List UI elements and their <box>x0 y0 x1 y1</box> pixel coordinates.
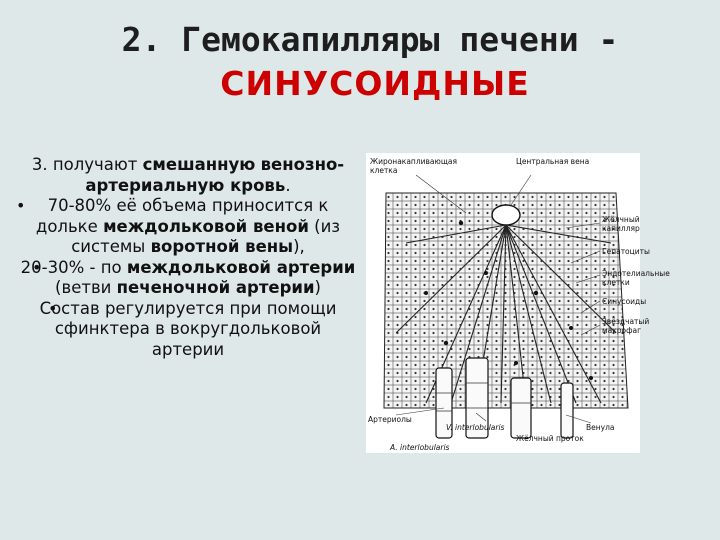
p1-part-c: венозно-артериальную кровь <box>85 155 345 195</box>
label-hepatocytes: Гепатоциты <box>602 247 650 256</box>
b2-part-d: печеночной артерии <box>116 278 315 297</box>
b3-text: Состав регулируется при помощи сфинктера… <box>39 298 337 359</box>
bullet-regulation: • Состав регулируется при помощи сфинкте… <box>18 299 358 361</box>
body-text: 3. получают смешанную венозно-артериальн… <box>16 155 358 361</box>
bullet-vein: • 70-80% её объема приносится к дольке м… <box>16 196 358 258</box>
b1-part-d: воротной вены <box>150 237 294 256</box>
b2-part-c: (ветви <box>55 278 112 297</box>
bullet-dot: • <box>16 196 26 215</box>
label-endothelial-cells: Эндотелиальные клетки <box>602 269 670 287</box>
label-bile-duct: Жёлчный проток <box>516 434 584 443</box>
bullet-dot: • <box>48 298 58 318</box>
b1-part-a: 70-80% её объема приносится к дольке <box>35 196 329 236</box>
label-v-interlobularis: V. interlobularis <box>446 423 505 432</box>
slide-title: 2. Гемокапилляры печени - СИНУСОИДНЫЕ <box>0 18 720 106</box>
p1-part-d: . <box>285 175 291 195</box>
label-central-vein: Центральная вена <box>516 157 590 166</box>
b1-part-e: ), <box>293 237 305 256</box>
liver-lobule-illustration: Жиронакапливающая клетка Центральная вен… <box>366 153 670 453</box>
label-a-interlobularis: A. interlobularis <box>390 443 450 452</box>
bullet-artery: • 20-30% - по междольковой артерии (ветв… <box>18 258 358 299</box>
p1-part-b: смешанную <box>142 155 256 174</box>
p1-part-a: 3. получают <box>31 155 138 174</box>
label-stellate-macrophage: Звёздчатый макрофаг <box>602 317 650 335</box>
label-arterioles: Артериолы <box>368 415 412 424</box>
title-line-2: СИНУСОИДНЫЕ <box>220 64 530 103</box>
lobule-drawing <box>383 174 629 439</box>
b2-part-b: междольковой артерии <box>126 257 356 277</box>
bullet-dot: • <box>32 257 42 277</box>
title-line-1: 2. Гемокапилляры печени - <box>121 20 619 59</box>
label-sinusoids: Синусоиды <box>602 297 647 306</box>
b1-part-c: (из системы <box>71 216 341 257</box>
b1-part-b: междольковой веной <box>103 216 309 236</box>
label-bile-capillary: Жёлчный капилляр <box>602 215 640 233</box>
b2-part-e: ) <box>314 278 321 297</box>
label-venule: Венула <box>586 423 615 432</box>
label-fat-storing-cell: Жиронакапливающая клетка <box>370 157 458 175</box>
b2-part-a: 20-30% - по <box>20 257 122 277</box>
paragraph-blood: 3. получают смешанную венозно-артериальн… <box>18 155 358 196</box>
